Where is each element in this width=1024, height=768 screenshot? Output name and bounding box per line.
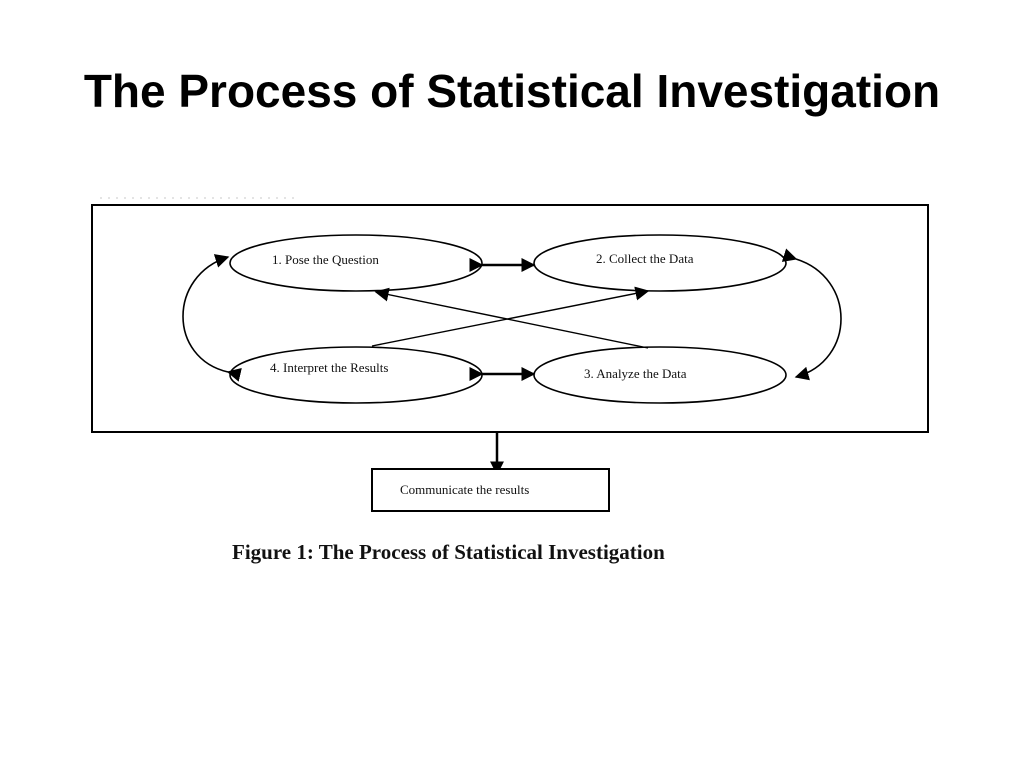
arrow-left-loop xyxy=(182,254,242,382)
communicate-label: Communicate the results xyxy=(400,482,529,497)
step-2-label: 2. Collect the Data xyxy=(596,251,694,266)
step-4-node xyxy=(229,346,483,404)
communicate-box xyxy=(371,468,610,512)
step-4-label: 4. Interpret the Results xyxy=(270,360,388,375)
arrow-right-loop xyxy=(781,248,842,381)
step-1-label: 1. Pose the Question xyxy=(272,252,379,267)
arrow-3-to-1 xyxy=(374,287,649,349)
arrow-4-to-2 xyxy=(371,286,650,347)
slide-title: The Process of Statistical Investigation xyxy=(83,65,941,117)
step-3-label: 3. Analyze the Data xyxy=(584,366,687,381)
process-frame xyxy=(91,204,929,433)
figure-caption: Figure 1: The Process of Statistical Inv… xyxy=(232,540,665,564)
